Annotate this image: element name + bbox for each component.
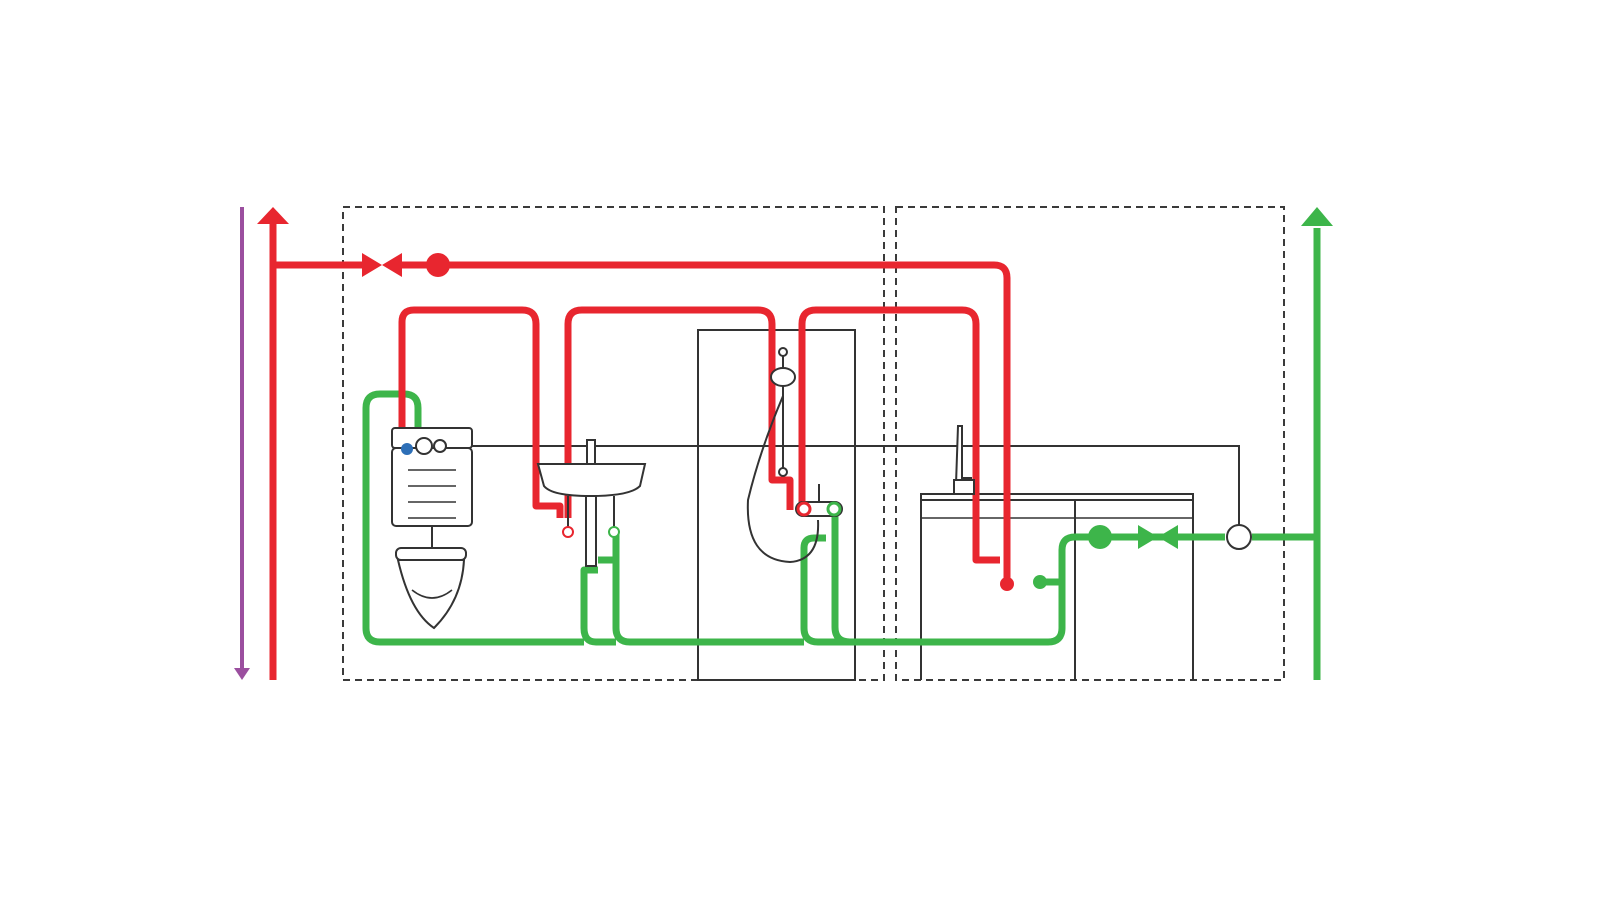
wc-cistern (391, 427, 473, 527)
shower-cabin (697, 329, 856, 681)
cistern-inlet-sensor (401, 443, 413, 455)
kitchen-zone (895, 206, 1285, 681)
bathroom-zone (342, 206, 885, 681)
cold-shutoff-valve (1138, 525, 1178, 549)
kitchen-cold-outlet (1033, 575, 1047, 589)
kitchen-sink-faucet (953, 425, 975, 495)
hot-shutoff-valve (362, 253, 402, 277)
cold-water-pipes (362, 228, 1321, 680)
cold-water-meter (1088, 525, 1112, 549)
circulation-return-riser (234, 207, 250, 680)
shower (746, 347, 843, 564)
kitchen-hot-outlet (1000, 577, 1014, 591)
hot-water-pipes (269, 222, 1011, 680)
kitchen-counter (920, 493, 1194, 680)
hot-riser-arrow (257, 207, 289, 224)
washbasin (536, 439, 647, 567)
wall-line (462, 445, 1240, 526)
hot-water-meter (426, 253, 450, 277)
supply-connection (1226, 524, 1252, 550)
cold-riser-arrow (1301, 207, 1333, 226)
toilet (395, 526, 467, 630)
